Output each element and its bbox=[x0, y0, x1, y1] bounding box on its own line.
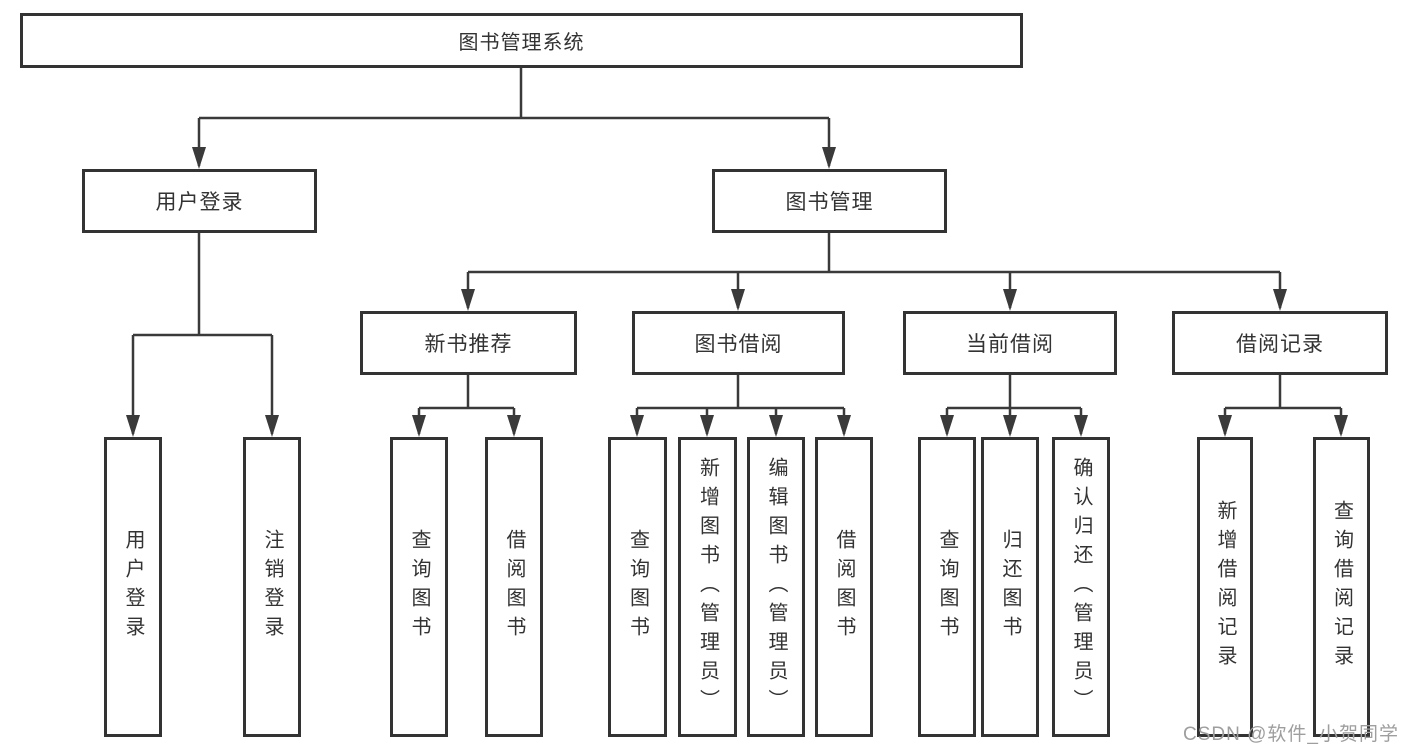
leaf-cb-query-books-label: 查询图书 bbox=[936, 529, 958, 645]
leaf-user-login: 用户登录 bbox=[104, 437, 162, 737]
leaf-br-query-record-label: 查询借阅记录 bbox=[1330, 500, 1353, 674]
node-book-management: 图书管理 bbox=[712, 169, 947, 233]
node-user-login: 用户登录 bbox=[82, 169, 317, 233]
leaf-cb-return-books: 归还图书 bbox=[981, 437, 1039, 737]
leaf-cb-return-books-label: 归还图书 bbox=[999, 529, 1021, 645]
leaf-br-add-record-label: 新增借阅记录 bbox=[1214, 500, 1236, 674]
connector-user-login-branch bbox=[133, 233, 272, 337]
connector-book-management-branch bbox=[468, 233, 1280, 274]
leaf-nbr-borrow-books-label: 借阅图书 bbox=[503, 529, 525, 645]
leaf-bb-query-books: 查询图书 bbox=[608, 437, 667, 737]
node-borrowing-records: 借阅记录 bbox=[1172, 311, 1388, 375]
leaf-br-query-record: 查询借阅记录 bbox=[1313, 437, 1370, 737]
node-library-management-system: 图书管理系统 bbox=[20, 13, 1023, 68]
leaf-bb-edit-books-admin: 编辑图书（管理员） bbox=[747, 437, 805, 737]
csdn-watermark: CSDN @软件_小贺同学 bbox=[1183, 724, 1399, 745]
leaf-bb-borrow-books-label: 借阅图书 bbox=[833, 529, 855, 645]
leaf-nbr-query-books-label: 查询图书 bbox=[408, 529, 430, 645]
leaf-bb-edit-books-admin-label: 编辑图书（管理员） bbox=[765, 456, 787, 718]
node-current-borrowing: 当前借阅 bbox=[903, 311, 1117, 375]
leaf-br-add-record: 新增借阅记录 bbox=[1197, 437, 1253, 737]
leaf-logout-label: 注销登录 bbox=[261, 529, 283, 645]
leaf-logout: 注销登录 bbox=[243, 437, 301, 737]
leaf-user-login-label: 用户登录 bbox=[122, 529, 144, 645]
leaf-bb-borrow-books: 借阅图书 bbox=[815, 437, 873, 737]
connector-new-book-rec-branch bbox=[419, 375, 514, 410]
connector-borrow-records-branch bbox=[1225, 375, 1341, 410]
connector-book-borrow-branch bbox=[637, 375, 844, 410]
leaf-cb-query-books: 查询图书 bbox=[918, 437, 976, 737]
leaf-cb-confirm-return-admin-label: 确认归还（管理员） bbox=[1070, 456, 1092, 718]
leaf-nbr-query-books: 查询图书 bbox=[390, 437, 448, 737]
node-new-book-recommendation: 新书推荐 bbox=[360, 311, 577, 375]
leaf-bb-query-books-label: 查询图书 bbox=[626, 529, 649, 645]
leaf-bb-add-books-admin-label: 新增图书（管理员） bbox=[696, 456, 719, 718]
node-book-borrowing: 图书借阅 bbox=[632, 311, 845, 375]
connector-root-branch bbox=[199, 68, 829, 120]
leaf-nbr-borrow-books: 借阅图书 bbox=[485, 437, 543, 737]
leaf-bb-add-books-admin: 新增图书（管理员） bbox=[678, 437, 737, 737]
leaf-cb-confirm-return-admin: 确认归还（管理员） bbox=[1052, 437, 1110, 737]
connector-current-borrow-branch bbox=[947, 375, 1081, 410]
